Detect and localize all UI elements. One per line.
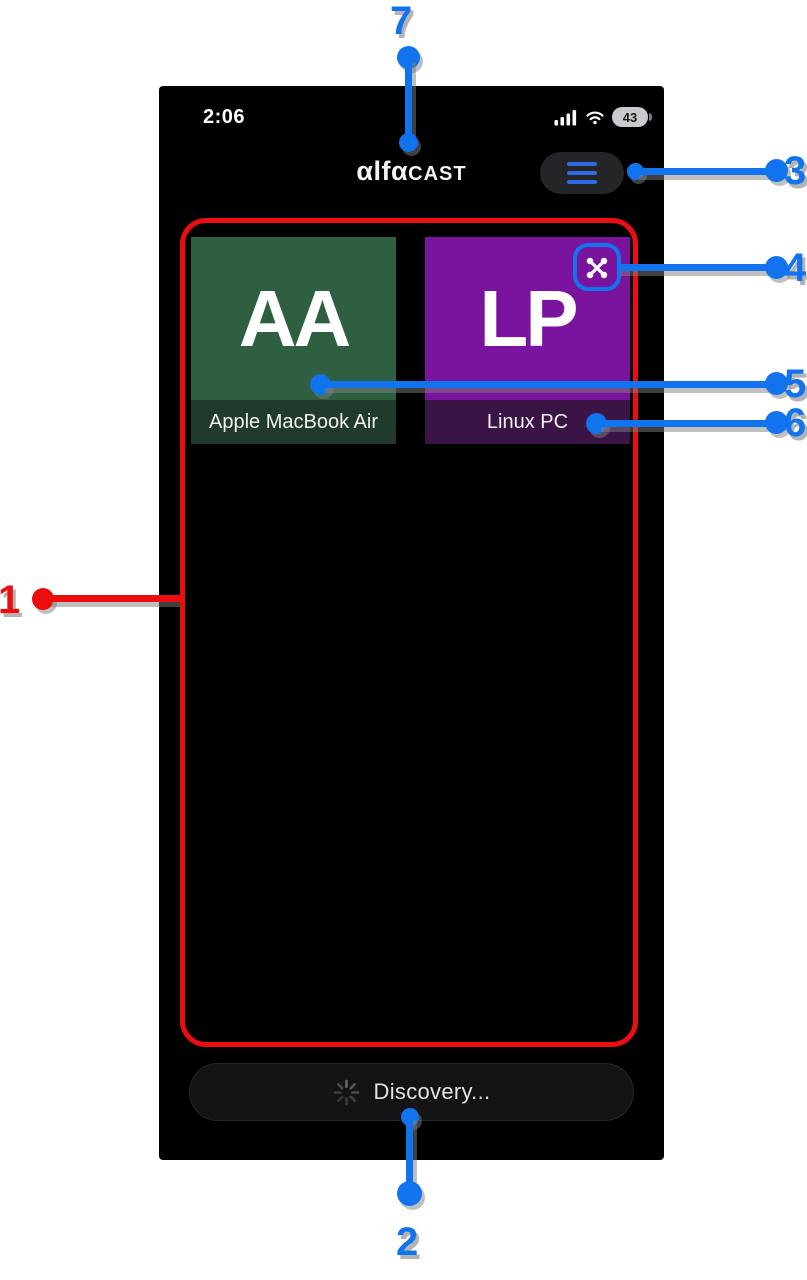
annotation-line-5 bbox=[325, 381, 771, 388]
annotation-label-1: 1 bbox=[0, 578, 21, 622]
annotation-line-4 bbox=[620, 264, 771, 271]
battery-nub bbox=[649, 113, 652, 121]
device-tile-apple-macbook-air[interactable]: AA Apple MacBook Air bbox=[191, 237, 396, 444]
annotation-line-6 bbox=[601, 420, 771, 427]
wifi-icon bbox=[586, 111, 604, 125]
annotation-label-6: 6 bbox=[784, 401, 807, 445]
annotation-highlight-x-icon bbox=[573, 243, 621, 291]
cellular-signal-icon bbox=[554, 109, 577, 125]
spinner-icon bbox=[333, 1079, 359, 1105]
x-connect-icon[interactable] bbox=[583, 254, 611, 282]
device-initials: LP bbox=[479, 273, 578, 363]
battery-icon: 43 bbox=[612, 107, 652, 127]
annotation-label-4: 4 bbox=[784, 246, 807, 290]
annotation-label-2: 2 bbox=[396, 1220, 419, 1264]
hamburger-icon bbox=[567, 162, 597, 184]
annotation-dot-5a bbox=[310, 374, 331, 395]
app-title-alpha: αlfα bbox=[356, 156, 409, 186]
annotation-line-3 bbox=[639, 168, 771, 175]
annotation-dot-6a bbox=[586, 413, 607, 434]
annotation-dot-1 bbox=[32, 588, 54, 610]
menu-button[interactable] bbox=[540, 152, 624, 194]
annotation-dot-2a bbox=[401, 1108, 419, 1126]
device-tile-linux-pc[interactable]: LP Linux PC bbox=[425, 237, 630, 444]
app-title-cast: CAST bbox=[408, 163, 467, 185]
annotation-dot-2b bbox=[397, 1181, 422, 1206]
device-name-label: Apple MacBook Air bbox=[191, 400, 396, 444]
annotation-dot-7b bbox=[399, 133, 418, 152]
annotation-box-device-list bbox=[180, 218, 638, 1047]
annotation-dot-6b bbox=[765, 411, 788, 434]
device-initials: AA bbox=[238, 273, 352, 363]
annotation-line-7 bbox=[405, 62, 412, 136]
annotation-label-3: 3 bbox=[784, 149, 807, 193]
annotation-line-2 bbox=[406, 1120, 413, 1193]
status-time: 2:06 bbox=[203, 106, 246, 128]
status-icons: 43 bbox=[553, 106, 652, 128]
annotation-dot-5b bbox=[765, 372, 788, 395]
annotation-line-1 bbox=[51, 595, 180, 602]
annotation-label-7: 7 bbox=[390, 0, 413, 43]
annotation-dot-3a bbox=[627, 163, 644, 180]
annotation-dot-7 bbox=[397, 46, 420, 69]
annotation-dot-4 bbox=[765, 256, 788, 279]
battery-percent: 43 bbox=[622, 109, 638, 125]
discovery-label: Discovery... bbox=[373, 1079, 491, 1104]
annotation-dot-3b bbox=[765, 159, 788, 182]
annotation-label-5: 5 bbox=[784, 362, 807, 406]
